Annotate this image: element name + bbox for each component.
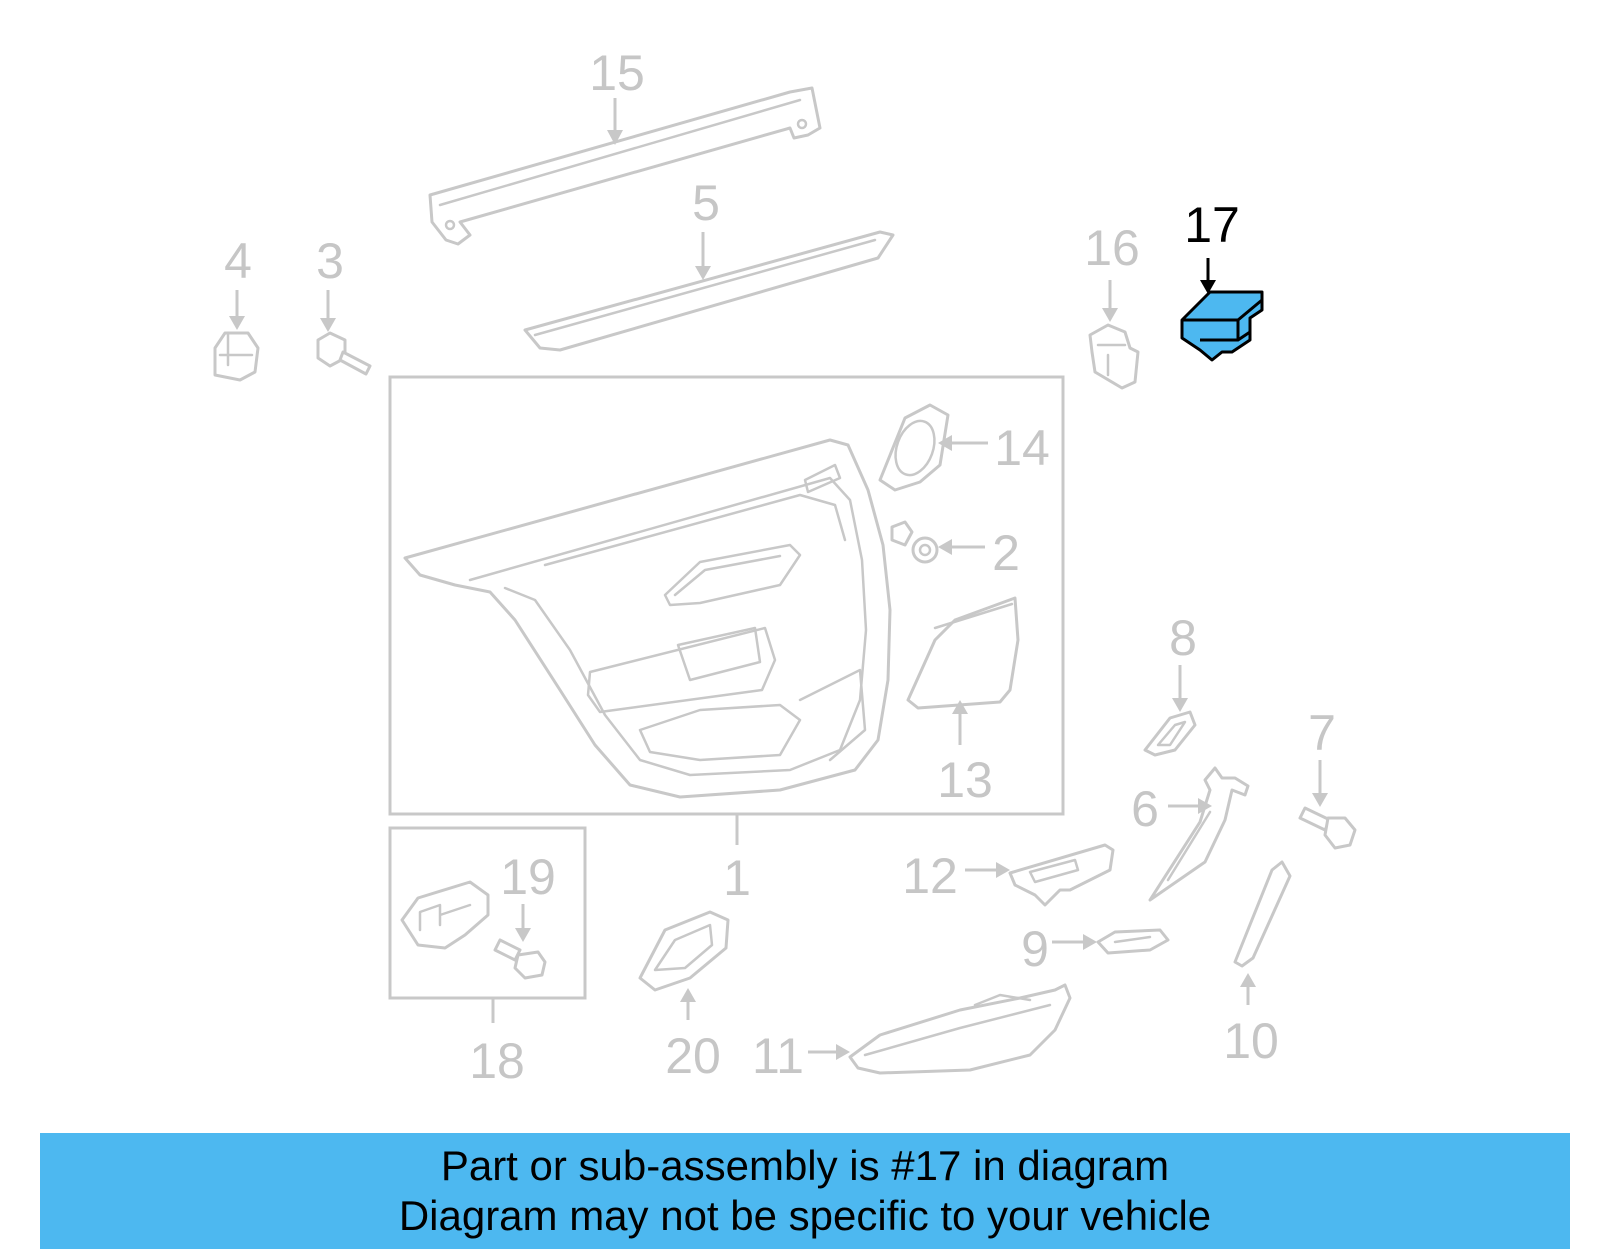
arrow-10 [1240, 973, 1256, 987]
part-2-nut [890, 520, 939, 564]
callout-6: 6 [1131, 781, 1159, 837]
callout-15: 15 [589, 45, 645, 101]
subassembly-box-18 [388, 826, 587, 1000]
callout-12: 12 [902, 848, 958, 904]
part-15-trim-rail [428, 86, 822, 246]
callout-1: 1 [723, 850, 751, 906]
part-11-armrest [848, 983, 1072, 1075]
part-13-pocket [906, 596, 1020, 710]
callout-3: 3 [316, 233, 344, 289]
arrow-4 [229, 316, 245, 330]
callout-14: 14 [994, 420, 1050, 476]
callout-16: 16 [1084, 220, 1140, 276]
arrow-11 [836, 1044, 850, 1060]
part-7-screw [1298, 806, 1357, 850]
callout-8: 8 [1169, 610, 1197, 666]
callout-4: 4 [224, 233, 252, 289]
part-12-switch-panel [1008, 843, 1115, 907]
part-20-handle-bezel [638, 910, 730, 992]
arrow-6 [1198, 798, 1212, 814]
arrow-2 [938, 539, 952, 555]
arrow-14 [938, 435, 952, 451]
callout-20: 20 [665, 1028, 721, 1084]
callout-5: 5 [692, 175, 720, 231]
arrow-12 [996, 862, 1010, 878]
door-panel-frame [388, 375, 1065, 816]
callout-19: 19 [500, 849, 556, 905]
callout-11: 11 [752, 1028, 804, 1084]
part-18-module [400, 880, 490, 950]
callout-2: 2 [992, 525, 1020, 581]
part-8-bezel [1143, 710, 1197, 757]
part-17-bracket-highlighted [1180, 290, 1264, 362]
callout-13: 13 [937, 752, 993, 808]
banner-line-2: Diagram may not be specific to your vehi… [398, 1192, 1212, 1239]
part-14-speaker [878, 403, 950, 492]
part-1-door-panel [403, 438, 892, 799]
part-6-bracket [1148, 766, 1250, 902]
notice-banner: Part or sub-assembly is #17 in diagram D… [40, 1133, 1570, 1249]
banner-line-1: Part or sub-assembly is #17 in diagram [440, 1142, 1170, 1189]
part-10-trim-strip [1233, 860, 1292, 968]
arrow-15 [607, 130, 623, 145]
arrow-20 [680, 988, 696, 1002]
arrow-17 [1200, 280, 1216, 294]
callout-18: 18 [469, 1033, 525, 1089]
callout-17: 17 [1184, 197, 1240, 253]
arrow-5 [695, 266, 711, 280]
part-9-trim [1096, 928, 1170, 955]
arrow-3 [320, 318, 336, 332]
arrow-16 [1102, 308, 1118, 322]
arrow-8 [1172, 698, 1188, 712]
callout-10: 10 [1223, 1013, 1279, 1069]
arrow-13 [952, 700, 968, 714]
part-3-screw [316, 331, 372, 376]
part-16-bracket [1088, 323, 1140, 390]
callout-7: 7 [1308, 705, 1336, 761]
callout-9: 9 [1021, 921, 1049, 977]
part-5-belt-molding [523, 230, 895, 352]
part-19-screw [493, 938, 547, 980]
arrow-9 [1083, 934, 1097, 950]
arrow-7 [1312, 793, 1328, 807]
arrow-19 [515, 928, 531, 942]
part-4-clip [213, 331, 260, 382]
